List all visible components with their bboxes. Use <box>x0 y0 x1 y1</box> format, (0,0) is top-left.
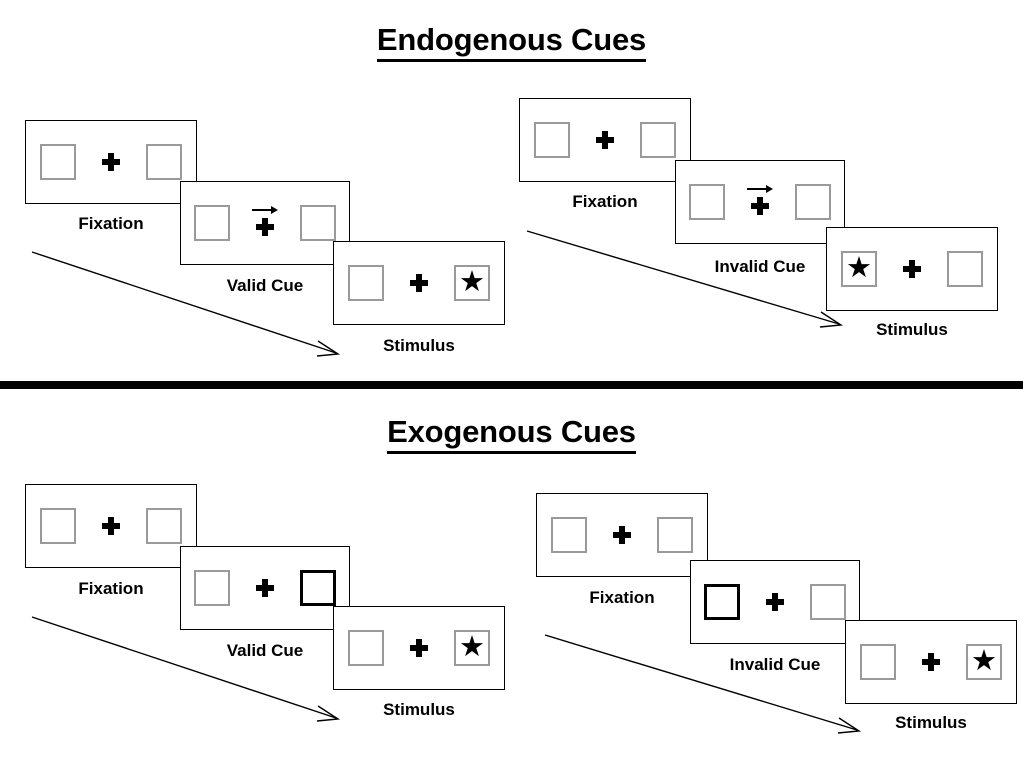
fixation-cross-icon <box>410 639 428 657</box>
panel-endogenous-valid-fixation <box>25 120 197 204</box>
fixation-center <box>587 122 623 158</box>
cue-center <box>247 205 283 241</box>
fixation-center <box>401 630 437 666</box>
panel-endogenous-invalid-cue <box>675 160 845 244</box>
left-box-cued <box>704 584 740 620</box>
right-box <box>657 517 693 553</box>
caption-endogenous-invalid-fixation: Fixation <box>572 192 638 211</box>
right-box: ★ <box>454 265 490 301</box>
left-box <box>534 122 570 158</box>
panel-endogenous-valid-cue <box>180 181 350 265</box>
star-icon: ★ <box>459 630 485 663</box>
right-arrow-icon <box>252 206 278 215</box>
panel-exogenous-invalid-fixation <box>536 493 708 577</box>
left-box <box>194 205 230 241</box>
left-box <box>551 517 587 553</box>
fixation-center <box>401 265 437 301</box>
caption-exogenous-invalid-fixation: Fixation <box>589 588 655 607</box>
caption-exogenous-valid-stimulus: Stimulus <box>383 700 455 719</box>
section-title-endogenous: Endogenous Cues <box>0 22 1023 62</box>
fixation-cross-icon <box>903 260 921 278</box>
left-box <box>348 265 384 301</box>
right-box <box>810 584 846 620</box>
left-box <box>348 630 384 666</box>
fixation-cross-icon <box>922 653 940 671</box>
right-box <box>146 144 182 180</box>
panel-exogenous-valid-stimulus: ★ <box>333 606 505 690</box>
section-title-exogenous: Exogenous Cues <box>0 414 1023 454</box>
caption-exogenous-valid-fixation: Fixation <box>78 579 144 598</box>
right-box: ★ <box>966 644 1002 680</box>
star-icon: ★ <box>846 251 872 284</box>
panel-exogenous-invalid-stimulus: ★ <box>845 620 1017 704</box>
star-icon: ★ <box>971 644 997 677</box>
section-divider <box>0 381 1023 389</box>
caption-endogenous-valid-cue: Valid Cue <box>226 276 304 295</box>
caption-endogenous-valid-stimulus: Stimulus <box>383 336 455 355</box>
right-box <box>795 184 831 220</box>
fixation-cross-icon <box>751 197 769 215</box>
time-arrow-exogenous-valid <box>31 616 341 722</box>
left-box <box>40 144 76 180</box>
panel-exogenous-valid-fixation <box>25 484 197 568</box>
left-box <box>194 570 230 606</box>
right-box <box>300 205 336 241</box>
time-arrow-exogenous-invalid <box>544 634 862 734</box>
right-box: ★ <box>454 630 490 666</box>
caption-exogenous-invalid-stimulus: Stimulus <box>895 713 967 732</box>
fixation-cross-icon <box>102 153 120 171</box>
panel-endogenous-invalid-fixation <box>519 98 691 182</box>
left-box <box>40 508 76 544</box>
caption-exogenous-invalid-cue: Invalid Cue <box>729 655 821 674</box>
panel-endogenous-invalid-stimulus: ★ <box>826 227 998 311</box>
panel-exogenous-invalid-cue <box>690 560 860 644</box>
left-box <box>860 644 896 680</box>
right-box <box>640 122 676 158</box>
time-arrow-endogenous-valid <box>31 251 341 357</box>
fixation-center <box>757 584 793 620</box>
fixation-cross-icon <box>766 593 784 611</box>
fixation-center <box>913 644 949 680</box>
left-box: ★ <box>841 251 877 287</box>
section-title-endogenous-text: Endogenous Cues <box>376 22 646 62</box>
caption-endogenous-valid-fixation: Fixation <box>78 214 144 233</box>
fixation-cross-icon <box>596 131 614 149</box>
left-box <box>689 184 725 220</box>
right-arrow-icon <box>747 185 773 194</box>
fixation-center <box>93 144 129 180</box>
fixation-center <box>894 251 930 287</box>
fixation-center <box>93 508 129 544</box>
caption-exogenous-valid-cue: Valid Cue <box>226 641 304 660</box>
time-arrow-endogenous-invalid <box>526 230 844 328</box>
panel-exogenous-valid-cue <box>180 546 350 630</box>
fixation-cross-icon <box>256 218 274 236</box>
panel-endogenous-valid-stimulus: ★ <box>333 241 505 325</box>
fixation-center <box>604 517 640 553</box>
right-box <box>146 508 182 544</box>
fixation-center <box>247 570 283 606</box>
fixation-cross-icon <box>613 526 631 544</box>
cue-center <box>742 184 778 220</box>
fixation-cross-icon <box>410 274 428 292</box>
right-box <box>947 251 983 287</box>
right-box-cued <box>300 570 336 606</box>
fixation-cross-icon <box>102 517 120 535</box>
caption-endogenous-invalid-stimulus: Stimulus <box>876 320 948 339</box>
caption-endogenous-invalid-cue: Invalid Cue <box>714 257 806 276</box>
fixation-cross-icon <box>256 579 274 597</box>
star-icon: ★ <box>459 265 485 298</box>
section-title-exogenous-text: Exogenous Cues <box>387 414 636 454</box>
